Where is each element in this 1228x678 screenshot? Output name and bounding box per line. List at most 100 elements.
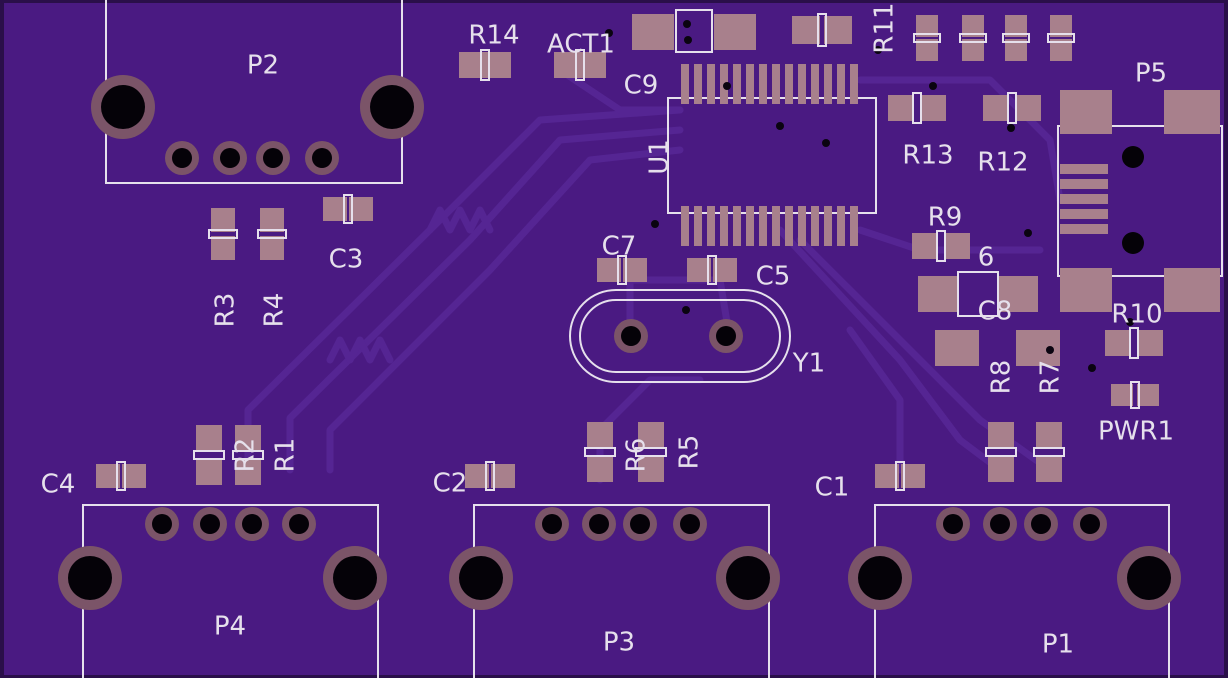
through-hole-drill bbox=[1080, 514, 1100, 534]
usb-shell-pad bbox=[1164, 268, 1220, 312]
label-r14: R14 bbox=[468, 21, 519, 51]
through-hole-drill bbox=[220, 148, 240, 168]
ic-pin-bottom bbox=[720, 206, 728, 246]
through-hole-drill bbox=[152, 514, 172, 534]
label-r10: R10 bbox=[1111, 300, 1162, 330]
through-hole-drill bbox=[312, 148, 332, 168]
via bbox=[1024, 229, 1032, 237]
mounting-hole bbox=[459, 556, 503, 600]
ic-pin-bottom bbox=[811, 206, 819, 246]
trace-diagonal-right-2 bbox=[796, 236, 1054, 474]
smd-body bbox=[985, 447, 1017, 457]
label-r3: R3 bbox=[211, 293, 241, 328]
smd-pad bbox=[920, 95, 946, 121]
label-c2: C2 bbox=[433, 469, 468, 499]
smd-body bbox=[1047, 33, 1075, 43]
usb-hole bbox=[1122, 232, 1144, 254]
smd-body bbox=[707, 255, 717, 285]
ic-pin-top bbox=[694, 64, 702, 104]
mounting-hole bbox=[101, 85, 145, 129]
smd-pad bbox=[888, 95, 914, 121]
ic-pin-top bbox=[811, 64, 819, 104]
via bbox=[683, 20, 691, 28]
ic-pin-top bbox=[798, 64, 806, 104]
smd-body bbox=[480, 49, 490, 81]
trace-diagonal-left-3 bbox=[326, 146, 684, 474]
smd-pad bbox=[260, 236, 284, 260]
smd-body bbox=[959, 33, 987, 43]
smd-pad bbox=[916, 39, 938, 61]
through-hole-drill bbox=[200, 514, 220, 534]
through-hole-drill bbox=[716, 326, 736, 346]
p5-outline bbox=[1057, 125, 1223, 277]
label-c5: C5 bbox=[756, 262, 791, 292]
c9-body bbox=[675, 9, 713, 53]
label-r12: R12 bbox=[977, 148, 1028, 178]
label-c9: C9 bbox=[624, 71, 659, 101]
smd-pad bbox=[1036, 422, 1062, 448]
ic-pin-top bbox=[772, 64, 780, 104]
smd-pad bbox=[1050, 15, 1072, 37]
via bbox=[605, 29, 613, 37]
through-hole-drill bbox=[289, 514, 309, 534]
trace-xtal bbox=[626, 276, 734, 344]
label-r4: R4 bbox=[260, 293, 290, 328]
label-c8: C8 bbox=[978, 297, 1013, 327]
smd-body bbox=[116, 461, 126, 491]
usb-signal-pad bbox=[1060, 164, 1108, 174]
through-hole-drill bbox=[621, 326, 641, 346]
large-pad bbox=[935, 330, 979, 366]
smd-pad bbox=[1005, 39, 1027, 61]
through-hole-drill bbox=[990, 514, 1010, 534]
ic-pin-bottom bbox=[798, 206, 806, 246]
smd-body bbox=[575, 49, 585, 81]
y1-outer bbox=[569, 289, 791, 383]
smd-body bbox=[1033, 447, 1065, 457]
smd-body bbox=[617, 255, 627, 285]
label-r9: R9 bbox=[928, 203, 963, 233]
smd-pad bbox=[988, 422, 1014, 448]
label-r1: R1 bbox=[271, 438, 301, 473]
smd-pad bbox=[1015, 95, 1041, 121]
smd-body bbox=[208, 229, 238, 239]
smd-pad bbox=[587, 456, 613, 482]
smd-pad bbox=[211, 236, 235, 260]
smd-body bbox=[635, 447, 667, 457]
via bbox=[822, 139, 830, 147]
label-c6: 6 bbox=[978, 243, 995, 273]
trace-diagonal-right bbox=[776, 226, 1004, 474]
large-pad bbox=[632, 14, 674, 50]
smd-body bbox=[193, 450, 225, 460]
mounting-hole bbox=[333, 556, 377, 600]
through-hole-drill bbox=[680, 514, 700, 534]
through-hole-drill bbox=[630, 514, 650, 534]
smd-pad bbox=[962, 15, 984, 37]
ic-pin-top bbox=[707, 64, 715, 104]
usb-signal-pad bbox=[1060, 179, 1108, 189]
smd-pad bbox=[944, 233, 970, 259]
mounting-hole bbox=[1127, 556, 1171, 600]
smd-pad bbox=[1105, 330, 1131, 356]
label-c4: C4 bbox=[41, 470, 76, 500]
label-r11: R11 bbox=[870, 2, 900, 53]
large-pad bbox=[918, 276, 958, 312]
smd-body bbox=[232, 450, 264, 460]
ic-pin-top bbox=[759, 64, 767, 104]
label-y1: Y1 bbox=[792, 349, 825, 379]
trace-serp-left bbox=[326, 336, 394, 364]
label-r6: R6 bbox=[622, 438, 652, 473]
through-hole-drill bbox=[542, 514, 562, 534]
ic-pin-bottom bbox=[681, 206, 689, 246]
smd-pad bbox=[196, 425, 222, 451]
smd-pad bbox=[1005, 15, 1027, 37]
label-u1: U1 bbox=[645, 139, 675, 175]
trace-serp-mid bbox=[426, 206, 494, 234]
ic-pin-top bbox=[824, 64, 832, 104]
ic-pin-top bbox=[746, 64, 754, 104]
ic-pin-bottom bbox=[733, 206, 741, 246]
usb-shell-pad bbox=[1060, 90, 1112, 134]
label-p4: P4 bbox=[214, 612, 246, 642]
smd-pad bbox=[211, 208, 235, 232]
